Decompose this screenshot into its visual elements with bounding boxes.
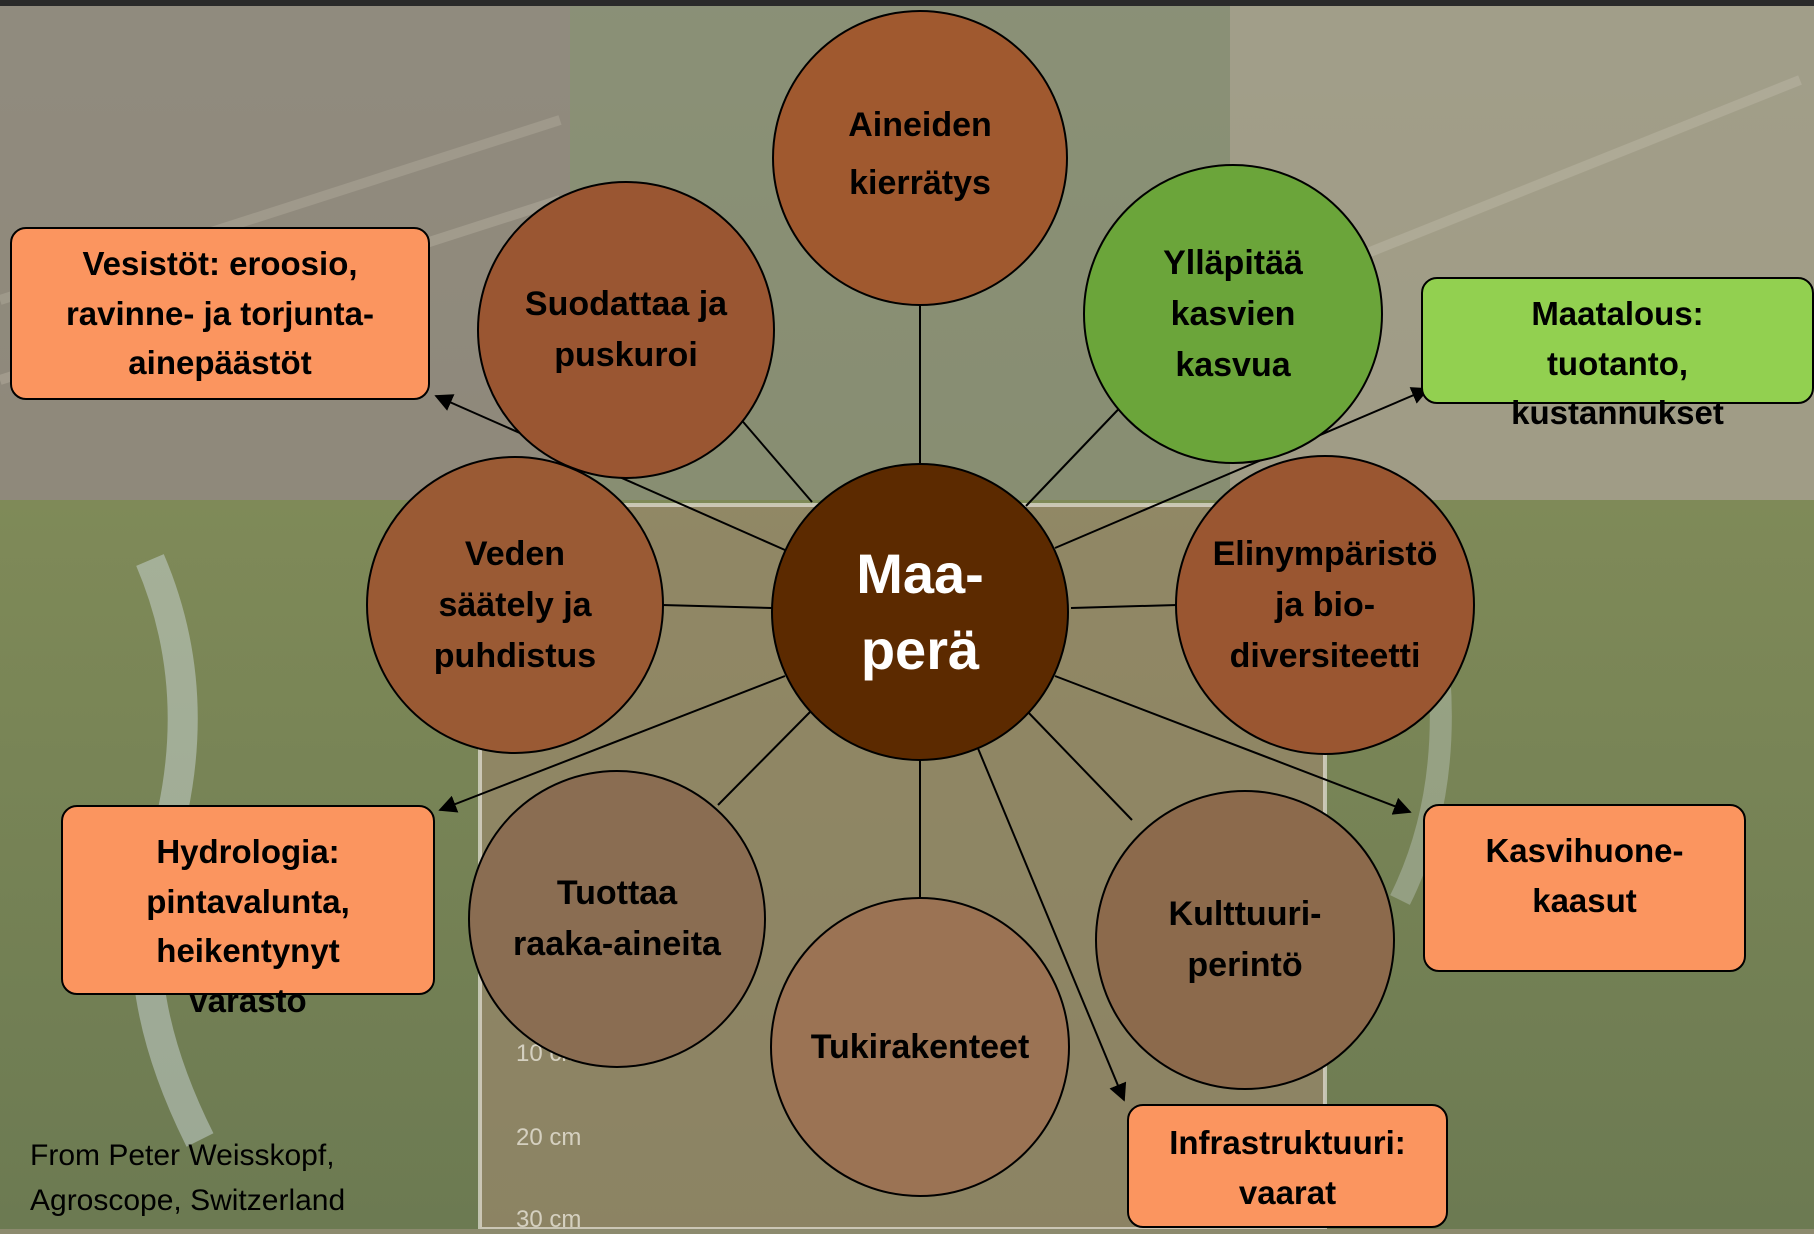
impact-vesistot-line: Vesistöt: eroosio, — [82, 245, 358, 282]
center-line: Maa- — [856, 542, 984, 606]
node-veden-line: puhdistus — [433, 636, 597, 675]
link-yllapitaa — [1025, 394, 1133, 507]
impact-kasvihuone-line: Kasvihuone- — [1485, 832, 1684, 869]
impact-vesistot-line: ainepäästöt — [128, 344, 312, 381]
node-suodattaa-line: puskuroi — [554, 336, 698, 374]
impact-maatalous-line: Maatalous: — [1531, 295, 1704, 332]
impact-vesistot: Vesistöt: eroosio, ravinne- ja torjunta-… — [10, 227, 430, 400]
credit-line: Agroscope, Switzerland — [30, 1184, 346, 1217]
impact-hydrologia-line: heikentynyt — [156, 932, 340, 969]
center-line: perä — [860, 618, 980, 681]
node-aineiden-line: Aineiden — [848, 106, 992, 144]
impact-infrastruktuuri-line: Infrastruktuuri: — [1169, 1124, 1406, 1161]
node-veden: Veden säätely ja puhdistus — [366, 456, 664, 754]
node-veden-line: Veden — [464, 534, 566, 573]
impact-kasvihuone: Kasvihuone- kaasut — [1423, 804, 1746, 972]
node-center: Maa- perä — [771, 463, 1069, 761]
arrow-infrastruktuuri — [976, 745, 1127, 1102]
node-suodattaa: Suodattaa ja puskuroi — [477, 181, 775, 479]
node-yllapitaa-line: Ylläpitää — [1163, 243, 1303, 282]
impact-hydrologia: Hydrologia: pintavalunta, heikentynyt va… — [61, 805, 435, 1019]
impact-vesistot-line: ravinne- ja torjunta- — [65, 294, 375, 332]
node-tukirakenteet-line: Tukirakenteet — [810, 1027, 1030, 1066]
node-kulttuuri: Kulttuuri- perintö — [1095, 790, 1395, 1090]
node-elinymparisto-line: Elinympäristö — [1212, 534, 1438, 573]
node-yllapitaa-line: kasvien — [1170, 294, 1296, 333]
arrow-hydrologia — [438, 675, 786, 813]
node-veden-line: säätely ja — [438, 585, 592, 624]
link-tuottaa — [717, 709, 813, 806]
node-tuottaa: Tuottaa raaka-aineita — [468, 770, 766, 1068]
impact-hydrologia-line: varasto — [189, 981, 307, 1019]
link-veden — [661, 604, 773, 609]
credit-line: From Peter Weisskopf, — [30, 1139, 335, 1172]
impact-hydrologia-line: Hydrologia: — [156, 833, 340, 870]
node-elinymparisto: Elinympäristö ja bio- diversiteetti — [1175, 455, 1475, 755]
node-yllapitaa: Ylläpitää kasvien kasvua — [1083, 164, 1383, 464]
node-aineiden: Aineiden — [772, 10, 1068, 306]
link-elinymparisto — [1070, 604, 1178, 609]
impact-kasvihuone-line: kaasut — [1532, 881, 1637, 919]
ruler-label: 20 cm — [516, 1124, 582, 1151]
impact-hydrologia-line: pintavalunta, — [146, 882, 350, 920]
node-elinymparisto-line: ja bio- — [1274, 585, 1376, 624]
impact-maatalous-line: tuotanto, — [1546, 344, 1689, 382]
impact-maatalous-line: kustannukset — [1511, 394, 1724, 431]
node-yllapitaa-line: kasvua — [1175, 345, 1291, 384]
arrow-maatalous — [1054, 387, 1430, 549]
arrow-kasvihuone — [1054, 675, 1412, 815]
node-kulttuuri-line: perintö — [1187, 946, 1303, 984]
impact-infrastruktuuri: Infrastruktuuri: vaarat — [1127, 1104, 1448, 1228]
node-kulttuuri-line: Kulttuuri- — [1168, 895, 1322, 933]
impact-infrastruktuuri-line: vaarat — [1238, 1173, 1337, 1211]
node-tuottaa-line: raaka-aineita — [513, 925, 721, 963]
node-elinymparisto-line: diversiteetti — [1229, 636, 1421, 675]
node-tuottaa-line: Tuottaa — [556, 874, 678, 912]
node-tukirakenteet: Tukirakenteet — [770, 897, 1070, 1197]
source-credit: From Peter Weisskopf, Agroscope, Switzer… — [30, 1133, 345, 1223]
link-kulttuuri — [1025, 709, 1133, 821]
top-border — [0, 0, 1814, 6]
node-suodattaa-line: Suodattaa ja — [524, 285, 728, 323]
impact-maatalous: Maatalous: tuotanto, kustannukset — [1421, 277, 1814, 431]
